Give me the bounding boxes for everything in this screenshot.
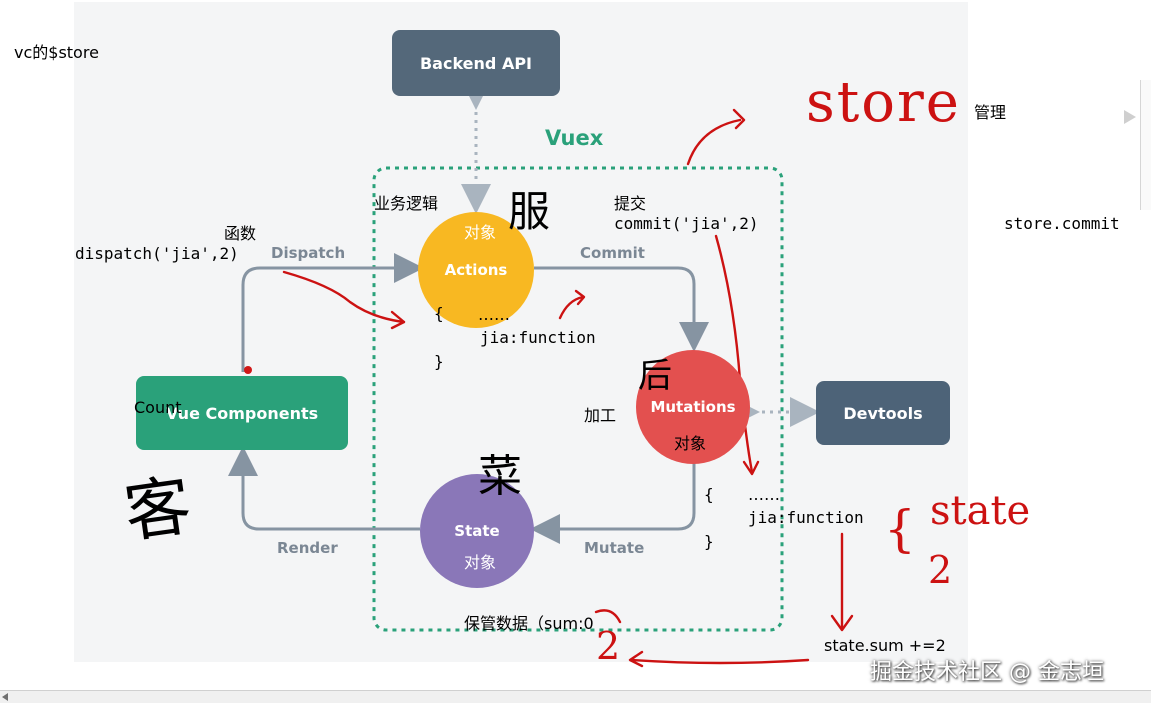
actions-brace-close: } xyxy=(434,352,444,371)
handwritten-brace: { xyxy=(884,500,916,558)
commit-arrow xyxy=(534,266,709,352)
mutations-object-note: 对象 xyxy=(674,434,707,453)
actions-dots-note: …… xyxy=(478,305,510,324)
mutate-label: Mutate xyxy=(584,539,645,557)
mutate-arrow xyxy=(530,462,696,544)
handwritten-hou: 后 xyxy=(638,356,672,396)
handwritten-store: store xyxy=(806,70,961,135)
state-sum-note: state.sum +=2 xyxy=(824,636,946,655)
mutations-jia-function: jia:function xyxy=(748,508,864,527)
devtools-node: Devtools xyxy=(816,381,950,445)
ink-loop-sum xyxy=(594,609,622,624)
vue-components-node: Vue Components xyxy=(136,376,348,450)
commit-label: Commit xyxy=(580,244,645,262)
actions-object-note: 对象 xyxy=(464,223,497,242)
mutations-brace-close: } xyxy=(704,532,714,551)
backend-api-node: Backend API xyxy=(392,30,560,96)
hanshu-note: 函数 xyxy=(224,224,257,243)
commit-call-note: commit('jia',2) xyxy=(614,214,759,233)
handwritten-ke: 客 xyxy=(119,466,196,553)
baoguan-note: 保管数据（sum:0 xyxy=(464,614,594,633)
ink-arrow-store xyxy=(686,118,742,166)
side-panel-arrow-icon[interactable] xyxy=(1124,110,1136,124)
mutations-brace-open: { xyxy=(704,485,714,504)
actions-node: Actions xyxy=(418,212,534,328)
render-arrow xyxy=(228,446,420,531)
dispatch-call-note: dispatch('jia',2) xyxy=(75,244,239,263)
render-label: Render xyxy=(277,539,338,557)
vuex-title: Vuex xyxy=(545,126,604,150)
dispatch-origin-dot xyxy=(244,366,252,374)
state-node: State xyxy=(420,474,534,588)
count-note: Count xyxy=(134,398,182,417)
handwritten-two-bottom: 2 xyxy=(596,624,621,668)
scroll-left-icon[interactable] xyxy=(2,693,8,701)
handwritten-two-state: 2 xyxy=(928,548,953,592)
actions-brace-open: { xyxy=(434,304,444,323)
jiagong-note: 加工 xyxy=(584,406,617,425)
ink-arrow-dispatch xyxy=(282,270,406,324)
dispatch-arrow xyxy=(241,253,424,372)
side-panel-edge xyxy=(1140,80,1151,210)
actions-jia-function: jia:function xyxy=(480,328,596,347)
store-commit-note: store.commit xyxy=(1004,214,1120,233)
handwritten-fu: 服 xyxy=(508,187,551,236)
guanli-note: 管理 xyxy=(974,103,1007,122)
mutations-dots-note: …… xyxy=(748,485,780,504)
ink-hook-actions xyxy=(558,295,585,320)
handwritten-state: state xyxy=(930,488,1031,534)
dispatch-label: Dispatch xyxy=(271,244,346,262)
tijiao-note: 提交 xyxy=(614,194,647,213)
vc-store-note: vc的$store xyxy=(14,43,99,62)
watermark: 掘金技术社区 @ 金志垣 xyxy=(870,660,1104,685)
yewu-luoji-note: 业务逻辑 xyxy=(374,194,439,213)
mutations-node: Mutations xyxy=(636,350,750,464)
state-object-note: 对象 xyxy=(464,553,497,572)
ink-arrow-bottom xyxy=(630,658,810,665)
handwritten-cai: 菜 xyxy=(478,451,522,502)
horizontal-scrollbar[interactable] xyxy=(0,690,1151,703)
